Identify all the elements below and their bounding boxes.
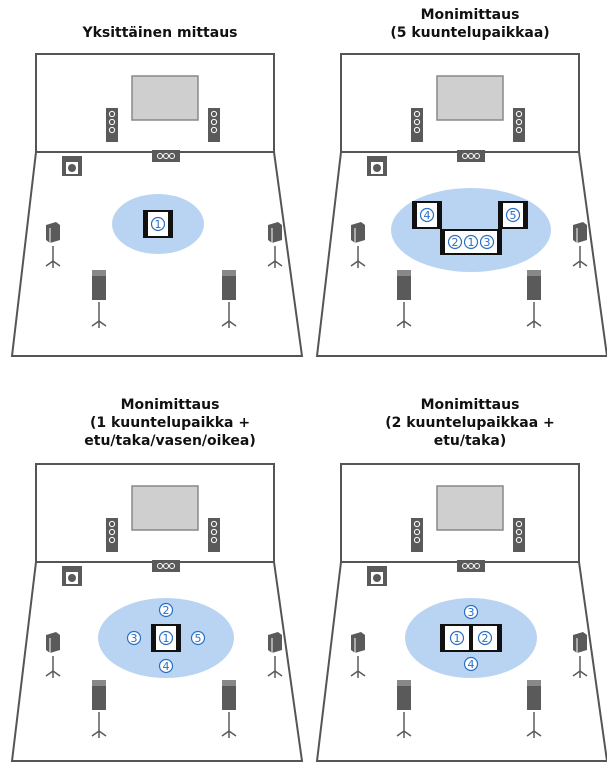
center-speaker <box>457 150 485 162</box>
surround-back-right-speaker <box>526 270 542 328</box>
listening-position: 2 <box>477 630 493 646</box>
panel-3-room-diagram: 2 3 1 5 4 <box>10 463 304 762</box>
listening-position: 1 <box>463 234 479 250</box>
position-number: 1 <box>163 632 170 645</box>
tv-screen <box>436 75 504 121</box>
panel-4-title-line-3: etu/taka) <box>433 433 507 449</box>
center-speaker <box>457 560 485 572</box>
room: 2 3 1 5 4 <box>10 463 304 762</box>
front-tower-speaker <box>513 518 525 552</box>
surround-right-speaker <box>267 632 283 678</box>
position-number: 5 <box>195 632 202 645</box>
listening-position: 1 <box>151 624 181 652</box>
panel-4-title: Monimittaus (2 kuuntelupaikkaa + etu/tak… <box>340 396 600 450</box>
surround-left-speaker <box>45 632 61 678</box>
listening-position: 5 <box>498 201 528 229</box>
center-speaker <box>152 560 180 572</box>
subwoofer <box>367 156 387 176</box>
listening-position: 3 <box>126 630 142 646</box>
panel-3-title: Monimittaus (1 kuuntelupaikka + etu/taka… <box>40 396 300 450</box>
surround-back-right-speaker <box>526 680 542 738</box>
tv-screen <box>131 485 199 531</box>
room: 1 <box>10 53 304 357</box>
center-speaker <box>152 150 180 162</box>
listening-position: 2 <box>158 602 174 618</box>
subwoofer <box>62 156 82 176</box>
listening-position: 4 <box>412 201 442 229</box>
panel-1-title: Yksittäinen mittaus <box>40 24 280 42</box>
listening-position: 1 <box>449 630 465 646</box>
listening-position: 3 <box>479 234 495 250</box>
surround-back-left-speaker <box>396 680 412 738</box>
panel-3-title-line-2: (1 kuuntelupaikka + <box>89 415 251 431</box>
listening-position: 3 <box>463 604 479 620</box>
subwoofer <box>367 566 387 586</box>
floor <box>10 151 304 357</box>
front-tower-speaker <box>106 108 118 142</box>
front-tower-speaker <box>208 518 220 552</box>
panel-4-title-line-1: Monimittaus <box>420 397 520 413</box>
front-tower-speaker <box>411 518 423 552</box>
surround-back-right-speaker <box>221 270 237 328</box>
position-number: 3 <box>484 236 491 249</box>
position-number: 1 <box>155 218 162 231</box>
front-tower-speaker <box>106 518 118 552</box>
panel-1-room-diagram: 1 <box>10 53 304 357</box>
surround-left-speaker <box>45 222 61 268</box>
position-number: 1 <box>468 236 475 249</box>
listening-position: 5 <box>190 630 206 646</box>
panel-2-title-line-2: (5 kuuntelupaikkaa) <box>390 25 550 41</box>
listening-position: 4 <box>463 656 479 672</box>
tv-screen <box>436 485 504 531</box>
position-number: 4 <box>468 658 475 671</box>
position-number: 1 <box>454 632 461 645</box>
surround-left-speaker <box>350 632 366 678</box>
panel-4-title-line-2: (2 kuuntelupaikkaa + <box>385 415 555 431</box>
position-number: 3 <box>468 606 475 619</box>
position-number: 4 <box>424 209 431 222</box>
panel-3-title-line-1: Monimittaus <box>120 397 220 413</box>
tv-screen <box>131 75 199 121</box>
surround-right-speaker <box>572 222 588 268</box>
surround-back-left-speaker <box>396 270 412 328</box>
panel-2-title-line-1: Monimittaus <box>420 7 520 23</box>
surround-right-speaker <box>572 632 588 678</box>
surround-right-speaker <box>267 222 283 268</box>
surround-back-left-speaker <box>91 270 107 328</box>
position-number: 3 <box>131 632 138 645</box>
position-number: 2 <box>482 632 489 645</box>
panel-1-title-line-1: Yksittäinen mittaus <box>82 25 238 41</box>
surround-back-left-speaker <box>91 680 107 738</box>
front-tower-speaker <box>208 108 220 142</box>
position-number: 2 <box>163 604 170 617</box>
subwoofer <box>62 566 82 586</box>
listening-position: 1 <box>143 210 173 238</box>
listening-position: 4 <box>158 658 174 674</box>
front-tower-speaker <box>513 108 525 142</box>
position-number: 5 <box>510 209 517 222</box>
panel-2-title: Monimittaus (5 kuuntelupaikkaa) <box>340 6 600 42</box>
panel-3-title-line-3: etu/taka/vasen/oikea) <box>84 433 256 449</box>
front-tower-speaker <box>411 108 423 142</box>
surround-left-speaker <box>350 222 366 268</box>
position-number: 4 <box>163 660 170 673</box>
listening-position: 2 <box>447 234 463 250</box>
position-number: 2 <box>452 236 459 249</box>
surround-back-right-speaker <box>221 680 237 738</box>
